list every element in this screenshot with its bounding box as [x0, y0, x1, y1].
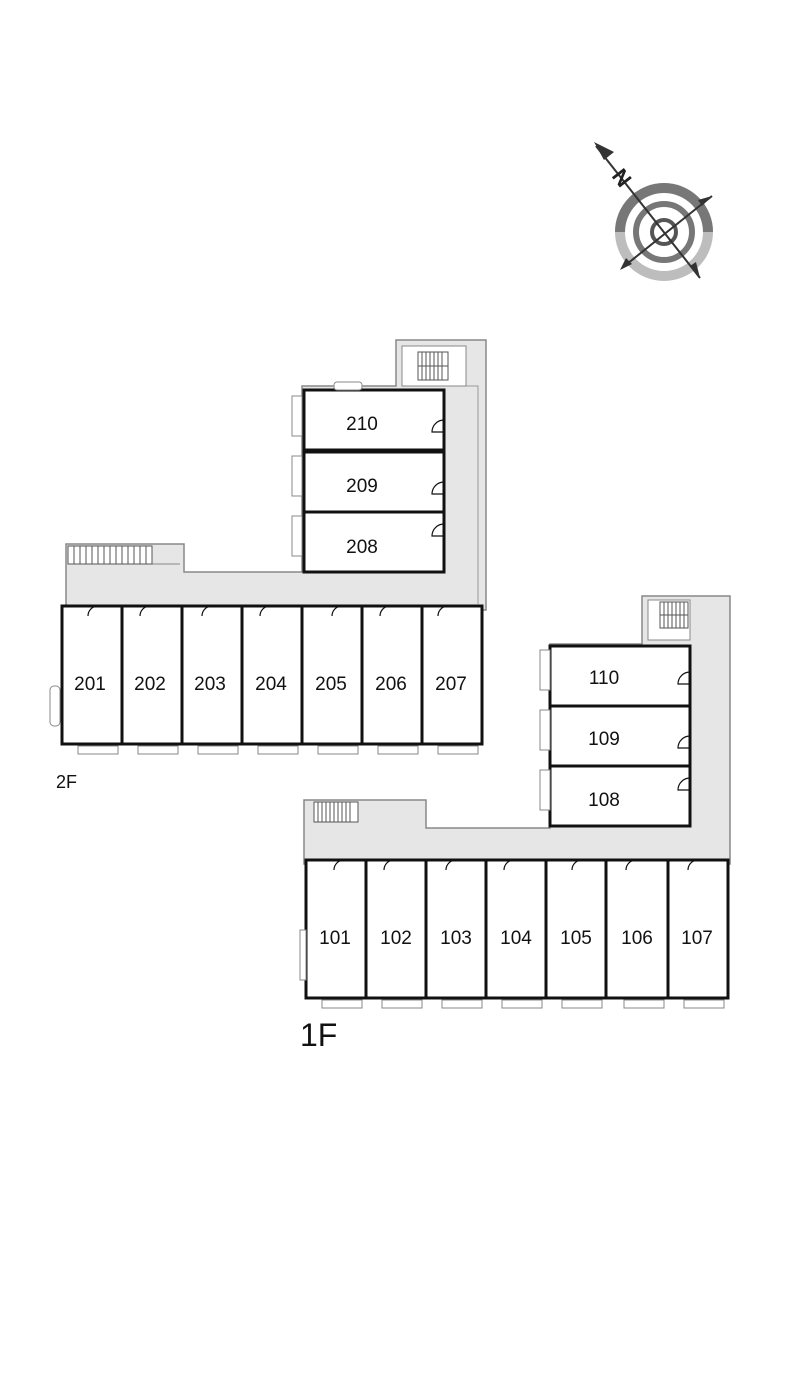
stairs-icon	[313, 801, 359, 823]
room-101: 101	[299, 858, 368, 1009]
room-208: 208	[291, 510, 446, 574]
unit-label-107: 107	[681, 928, 713, 949]
unit-label-103: 103	[440, 928, 472, 949]
unit-label-210: 210	[346, 414, 378, 435]
room-204: 204	[240, 604, 304, 755]
room-209: 209	[291, 450, 446, 514]
stairs-icon	[647, 599, 691, 641]
unit-label-102: 102	[380, 928, 412, 949]
stairs-icon	[401, 345, 467, 387]
unit-label-207: 207	[435, 674, 467, 695]
room-206: 206	[360, 604, 424, 755]
unit-label-203: 203	[194, 674, 226, 695]
unit-label-201: 201	[74, 674, 106, 695]
unit-label-205: 205	[315, 674, 347, 695]
room-110: 110	[539, 644, 692, 708]
unit-label-109: 109	[588, 729, 620, 750]
north-label: N	[607, 164, 636, 192]
unit-label-106: 106	[621, 928, 653, 949]
room-210: 210	[291, 381, 446, 452]
unit-label-104: 104	[500, 928, 532, 949]
room-108: 108	[539, 764, 692, 828]
floor-1-plan: 110 109 108 101 102	[299, 595, 731, 1053]
room-104: 104	[484, 858, 548, 1009]
unit-label-206: 206	[375, 674, 407, 695]
room-102: 102	[364, 858, 428, 1009]
room-207: 207	[420, 604, 484, 755]
unit-label-208: 208	[346, 537, 378, 558]
room-106: 106	[604, 858, 670, 1009]
room-109: 109	[539, 704, 692, 768]
unit-label-209: 209	[346, 476, 378, 497]
room-201: 201	[49, 604, 124, 755]
unit-label-101: 101	[319, 928, 351, 949]
unit-label-110: 110	[589, 668, 619, 689]
floor-label-1f: 1F	[300, 1017, 337, 1053]
room-203: 203	[180, 604, 244, 755]
unit-label-105: 105	[560, 928, 592, 949]
stairs-icon	[67, 545, 153, 565]
unit-label-108: 108	[588, 790, 620, 811]
room-205: 205	[300, 604, 364, 755]
room-202: 202	[120, 604, 184, 755]
room-107: 107	[666, 858, 730, 1009]
room-105: 105	[544, 858, 608, 1009]
floor-2-plan: 210 209 208 201 202	[49, 339, 487, 792]
unit-label-202: 202	[134, 674, 166, 695]
floor-label-2f: 2F	[56, 772, 77, 792]
room-103: 103	[424, 858, 488, 1009]
compass-rose-icon: N	[594, 142, 713, 281]
unit-label-204: 204	[255, 674, 287, 695]
